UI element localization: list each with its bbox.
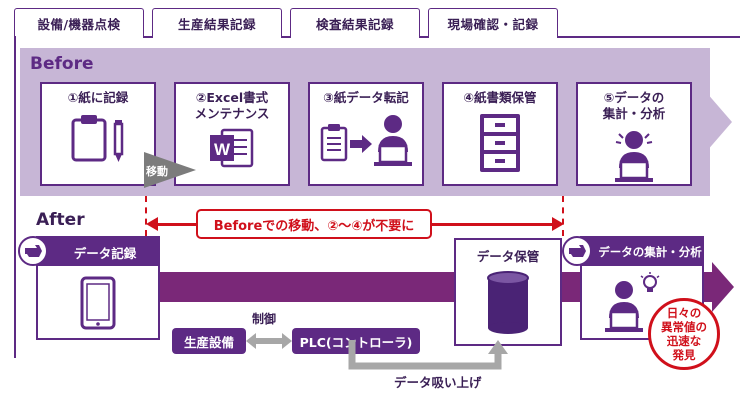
data-record-box: データ記録 (36, 236, 160, 340)
control-label: 制御 (252, 312, 277, 326)
before-arrow-head (706, 92, 732, 152)
dashed-guide-right (562, 196, 564, 236)
move-arrow-icon (144, 152, 196, 188)
svg-text:W: W (214, 140, 231, 159)
tab-site-check[interactable]: 現場確認・記録 (428, 8, 558, 38)
word-document-icon: W (210, 128, 254, 168)
data-flow-arrow-head (712, 262, 734, 312)
tab-equipment-inspection[interactable]: 設備/機器点検 (14, 8, 144, 38)
improvement-callout: Beforeでの移動、②～④が不要に (196, 209, 432, 239)
step-paper-storage: ④紙書類保管 (442, 82, 558, 186)
upload-arrow-icon (348, 340, 508, 370)
anomaly-detection-badge: 日々の 異常値の 迅速な 発見 (648, 298, 720, 370)
step-title: ②Excel書式 メンテナンス (194, 90, 270, 121)
data-analysis-header: データの集計・分析 (582, 238, 702, 266)
step-title: ③紙データ転記 (323, 90, 409, 105)
data-upload-label: データ吸い上げ (394, 375, 482, 390)
frame-left-line (14, 36, 16, 358)
move-label: 移動 (146, 165, 168, 178)
data-storage-title: データ保管 (476, 249, 540, 264)
step-data-analysis: ⑤データの 集計・分析 (576, 82, 692, 186)
tablet-icon (80, 276, 116, 330)
pointing-hand-icon (18, 236, 48, 266)
step-title: ⑤データの 集計・分析 (602, 90, 666, 121)
step-paper-transcription: ③紙データ転記 (308, 82, 424, 186)
after-label: After (36, 210, 85, 230)
production-equipment-pill: 生産設備 (172, 328, 246, 354)
plc-controller-pill: PLC(コントローラ) (292, 328, 420, 354)
paper-to-pc-icon (320, 115, 412, 166)
step-paper-record: ①紙に記録 (40, 82, 156, 186)
before-label: Before (30, 54, 94, 74)
tab-bar: 設備/機器点検 生産結果記録 検査結果記録 現場確認・記録 (14, 8, 740, 38)
bidirectional-arrow-icon (246, 333, 292, 349)
data-record-header: データ記録 (38, 238, 158, 266)
step-excel-maintenance: ②Excel書式 メンテナンス W (174, 82, 290, 186)
red-arrow-head-left (146, 217, 158, 231)
red-arrow-head-right (552, 217, 564, 231)
tab-production-record[interactable]: 生産結果記録 (152, 8, 282, 38)
dashed-guide-left (145, 196, 147, 236)
tab-inspection-record[interactable]: 検査結果記録 (290, 8, 420, 38)
step-title: ①紙に記録 (67, 90, 129, 105)
step-title: ④紙書類保管 (463, 90, 537, 105)
analyst-lightbulb-icon (605, 272, 660, 332)
analyst-icon (615, 131, 653, 182)
pointing-hand-icon (562, 236, 592, 266)
clipboard-pencil-icon (71, 115, 124, 162)
data-storage-box: データ保管 (454, 238, 562, 346)
file-cabinet-icon (480, 114, 520, 172)
database-cylinder-icon (487, 271, 529, 334)
